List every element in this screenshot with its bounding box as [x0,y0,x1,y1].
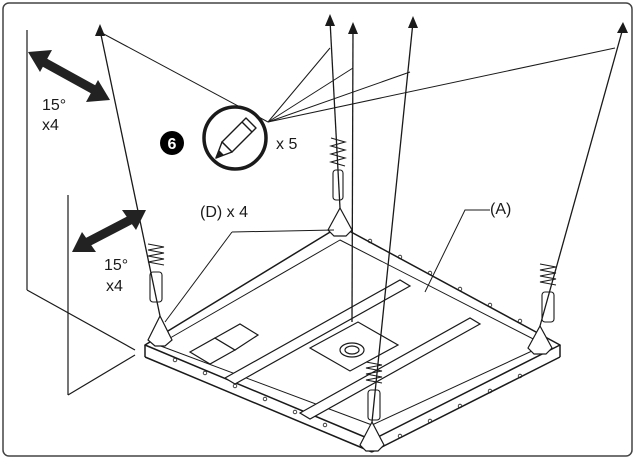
pencil-count: x 5 [276,136,297,153]
part-a-label: (A) [490,201,511,218]
bracket-d [327,206,353,237]
bracket-d-group [147,206,553,452]
double-headed-arrow-icon [28,50,110,102]
label-leaders [164,209,490,323]
angle-top-count: x4 [42,117,59,134]
cable-arrowheads [95,14,628,36]
step-number-badge [160,131,184,155]
bracket-d [527,324,553,355]
pencil-icon [215,117,257,159]
angle-bottom-count: x4 [106,278,123,295]
pencil-pointer-lines [99,31,616,123]
angle-bottom-value: 15° [104,257,128,274]
double-headed-arrow-icon [72,210,146,252]
spring-hanger-icon [365,361,383,421]
frame-rivets [172,238,523,439]
bracket-d [359,420,385,452]
suspension-cables [99,19,624,423]
spring-hanger-icon [147,243,165,303]
spring-hanger-icon [539,263,557,323]
spring-hanger-icon [328,137,348,201]
wall-planes [26,30,136,396]
angle-top-value: 15° [42,97,66,114]
step-number: 6 [168,136,177,153]
part-d-label: (D) x 4 [200,204,248,221]
bracket-d [147,314,173,347]
inner-rails [188,279,482,420]
